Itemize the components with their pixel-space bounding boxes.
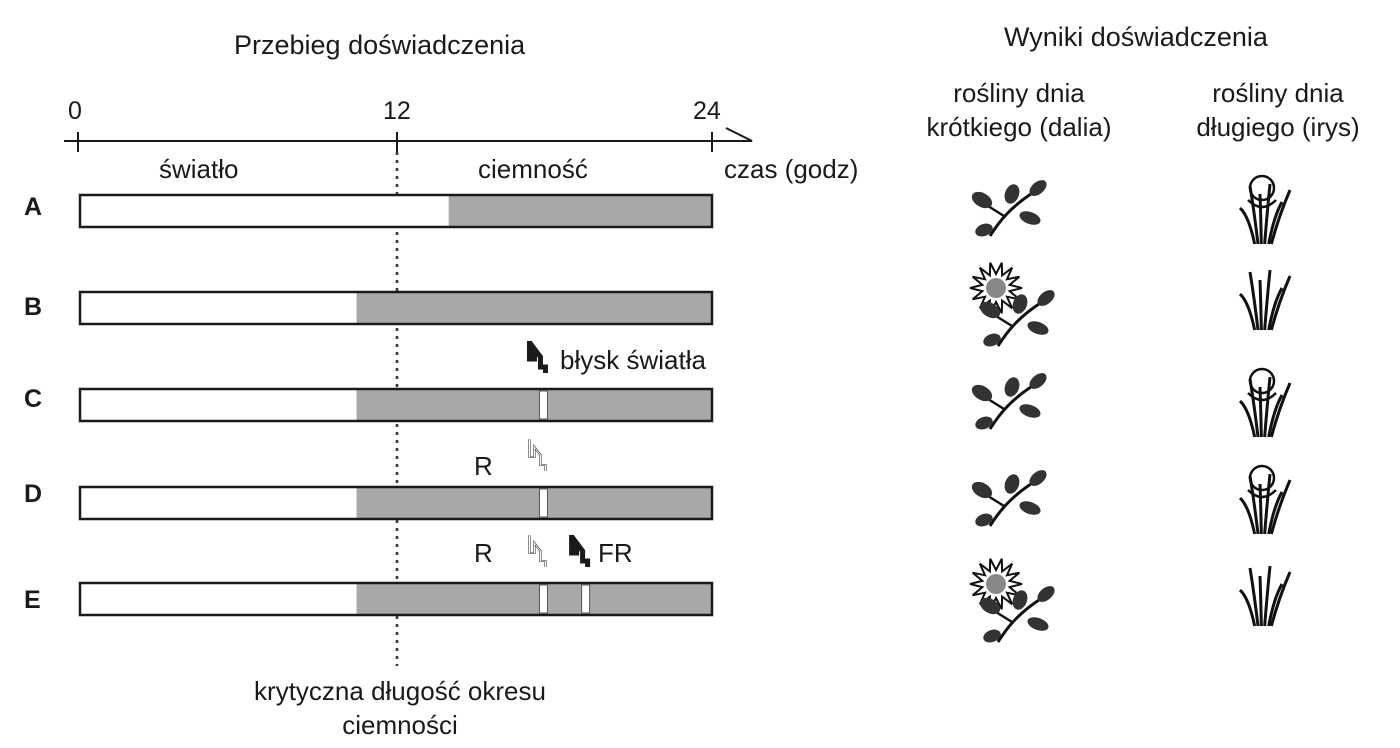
iris-flowering-icon-c-leaves [1238,376,1292,438]
dark-period-label: ciemność [478,154,588,184]
bar-outline-c [78,387,714,423]
light-segment-e [80,583,357,615]
row-label-e: E [24,586,41,614]
flash-gap-e-0 [538,584,548,614]
lightning-icon-e-0 [528,535,547,567]
short-day-header-line2: krótkiego (dalia) [926,112,1112,142]
row-label-d: D [24,480,43,508]
lightning-icon-c-0 [526,341,548,373]
critical-dark-length-label-line2: ciemności [342,710,458,740]
dark-segment-c [356,389,712,421]
dahlia-flowering-icon-e-leaves [979,586,1055,643]
dark-segment-b [356,292,712,324]
iris-vegetative-icon-e [1238,565,1292,627]
iris-flowering-icon-d-leaves [1238,473,1292,535]
flash-gap-d-0 [538,488,548,518]
flash-gap-e-1 [581,584,591,614]
dahlia-vegetative-icon-c [971,373,1047,430]
light-segment-a [80,195,449,227]
short-day-header-line1: rośliny dnia [953,78,1085,108]
long-day-header-line2: długiego (irys) [1196,112,1360,142]
flash-label-d-r: R [474,451,493,481]
light-segment-b [80,292,357,324]
row-label-c: C [24,385,43,413]
bar-outline-b [78,290,714,326]
flash-label-e-r: R [474,538,493,568]
dahlia-flowering-icon-e [969,558,1023,610]
row-label-b: B [24,293,43,321]
right-title: Wyniki doświadczenia [1004,22,1268,52]
critical-dark-length-label-line1: krytyczna długość okresu [254,676,546,706]
dahlia-flowering-icon-b-leaves [979,290,1055,347]
experiment-bars [78,193,714,617]
time-axis-arrow [725,127,753,142]
dark-segment-a [448,195,712,227]
light-period-label: światło [159,154,239,184]
dahlia-flowering-icon-b [969,262,1023,314]
tick-label-12: 12 [383,97,411,125]
bar-outline-a [78,193,714,229]
time-axis [64,127,753,152]
plant-results [969,174,1292,643]
iris-flowering-icon-a-leaves [1238,183,1292,245]
tick-label-24: 24 [693,97,721,125]
flash-label-c: błysk światła [560,345,706,375]
dark-segment-d [356,487,712,519]
tick-label-0: 0 [68,97,82,125]
long-day-header-line1: rośliny dnia [1212,78,1344,108]
flash-gap-c-0 [538,390,548,420]
dark-segment-e [356,583,712,615]
row-label-a: A [24,193,43,221]
iris-vegetative-icon-b [1238,269,1292,331]
dahlia-vegetative-icon-d [971,470,1047,527]
light-segment-d [80,487,357,519]
light-flashes [526,341,591,567]
time-axis-unit-label: czas (godz) [724,154,859,184]
light-segment-c [80,389,357,421]
dahlia-vegetative-icon-a [971,180,1047,237]
lightning-icon-d-0 [528,439,547,471]
left-title: Przebieg doświadczenia [234,30,526,60]
bar-outline-d [78,485,714,521]
lightning-icon-e-1 [569,535,591,567]
flash-label-e-fr: FR [598,538,633,568]
bar-outline-e [78,581,714,617]
